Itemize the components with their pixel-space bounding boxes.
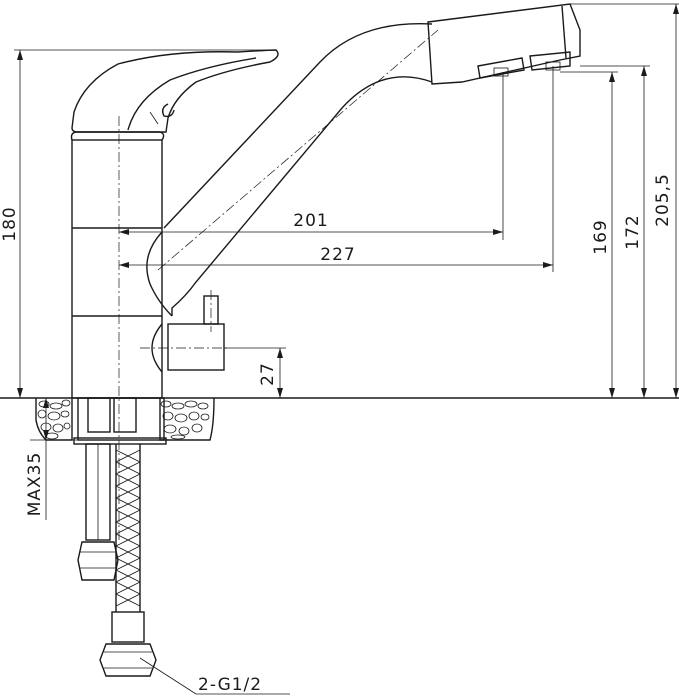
braided-hose-texture (115, 449, 141, 607)
dim-max-counter-thickness: MAX35 (25, 452, 45, 517)
countertop (0, 397, 679, 441)
center-lines (118, 29, 439, 540)
dim-side-outlet-height: 27 (258, 362, 278, 386)
dim-handle-height: 180 (0, 206, 20, 241)
dim-connection-thread: 2-G1/2 (198, 675, 262, 695)
dim-spout-reach-short: 201 (293, 211, 328, 231)
under-counter-fittings (73, 397, 167, 677)
dim-total-height: 205,5 (653, 173, 673, 227)
dim-outlet-height-b: 172 (623, 214, 643, 249)
dim-outlet-height-a: 169 (591, 219, 611, 254)
spout (146, 3, 581, 317)
dim-spout-reach-long: 227 (320, 245, 355, 265)
side-valve (151, 295, 225, 373)
dimension-lines (14, 3, 679, 695)
lever-handle (71, 49, 279, 133)
stone-texture (37, 399, 210, 440)
